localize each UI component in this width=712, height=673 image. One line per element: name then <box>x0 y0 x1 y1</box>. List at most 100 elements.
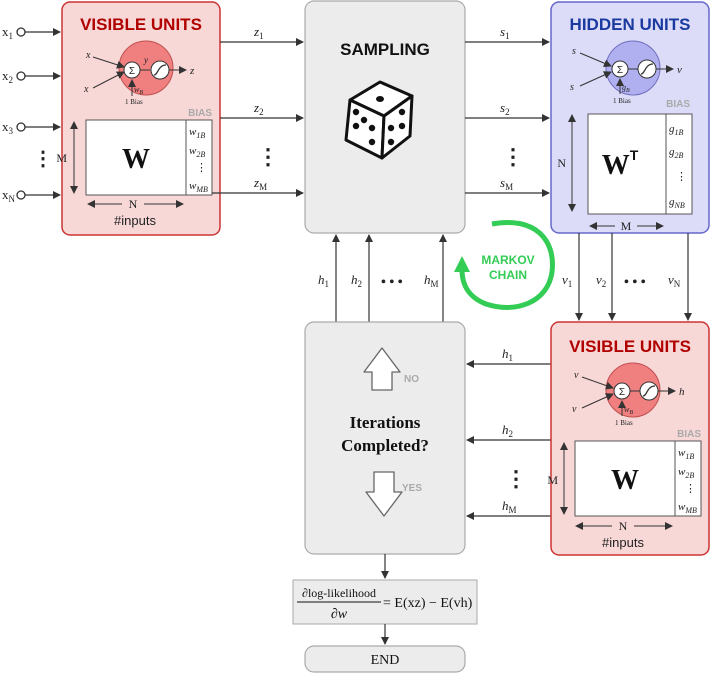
yes-arrow-icon <box>365 471 403 517</box>
svg-text:g1B: g1B <box>669 123 684 137</box>
svg-text:s: s <box>572 46 576 57</box>
svg-text:⋮: ⋮ <box>685 483 696 495</box>
visible-units-top: VISIBLE UNITS x x Σ y z wB 1 Bias BIAS W… <box>56 1 221 236</box>
hidden-n-label: N <box>557 156 566 170</box>
visible-bottom-title: VISIBLE UNITS <box>569 337 691 356</box>
svg-text:z2: z2 <box>253 100 264 117</box>
input-x2: x2 <box>2 68 61 85</box>
visible-units-bottom: VISIBLE UNITS v v Σ h wB 1 Bias BIAS W w… <box>547 321 710 556</box>
svg-text:h: h <box>679 386 685 398</box>
visible-top-caption: #inputs <box>114 213 156 228</box>
visible-bottom-neuron: v v Σ h wB 1 Bias <box>572 362 685 427</box>
input-x1: x1 <box>2 24 61 41</box>
svg-text:x2: x2 <box>2 68 13 85</box>
svg-text:w2B: w2B <box>189 145 205 159</box>
visible-top-n-label: N <box>129 197 138 211</box>
hidden-bias-column: g1B g2B ⋮ gNB <box>669 123 687 210</box>
svg-text:hM: hM <box>424 272 439 289</box>
svg-text:x1: x1 <box>2 24 13 41</box>
svg-text:v1: v1 <box>562 272 572 289</box>
svg-text:h2: h2 <box>502 422 513 439</box>
svg-text:w1B: w1B <box>678 447 694 461</box>
hidden-m-label: M <box>621 219 632 233</box>
svg-text:x: x <box>85 50 91 61</box>
input-dots: ⋮ <box>33 148 53 170</box>
svg-text:w1B: w1B <box>189 126 205 140</box>
svg-text:⋮: ⋮ <box>196 162 207 174</box>
visible-top-neuron: x x Σ y z wB 1 Bias <box>83 40 195 106</box>
hidden-neuron: s s Σ v gB 1 Bias <box>570 40 682 105</box>
svg-text:⋮: ⋮ <box>676 171 687 183</box>
visible-top-bias-column: w1B w2B ⋮ wMB <box>189 126 208 194</box>
h-back-arrows: h1 h2 • • • hM <box>318 234 447 322</box>
svg-text:• • •: • • • <box>381 275 403 290</box>
iteration-line2: Completed? <box>341 436 429 455</box>
visible-bottom-m-label: M <box>547 473 558 487</box>
input-x3: x3 <box>2 119 61 136</box>
hidden-matrix: WT <box>602 147 639 181</box>
svg-text:⋮: ⋮ <box>502 144 524 169</box>
input-nodes: x1 x2 x3 ⋮ xN <box>2 24 61 204</box>
yes-label: YES <box>402 483 422 494</box>
no-arrow-icon <box>363 347 401 391</box>
svg-text:• • •: • • • <box>624 275 646 290</box>
hidden-bias-header: BIAS <box>666 99 690 110</box>
svg-text:h1: h1 <box>318 272 329 289</box>
gradient-rhs: = E(xz) − E(vh) <box>383 596 473 611</box>
svg-text:h1: h1 <box>502 346 513 363</box>
v-down-arrows: v1 v2 • • • vN <box>562 233 692 321</box>
svg-text:gNB: gNB <box>669 196 685 210</box>
svg-text:⋮: ⋮ <box>257 144 279 169</box>
iteration-box: NO Iterations Completed? YES <box>304 321 466 555</box>
svg-text:⋮: ⋮ <box>505 466 527 491</box>
no-label: NO <box>404 374 419 385</box>
svg-text:g2B: g2B <box>669 146 684 160</box>
svg-text:v: v <box>677 64 682 76</box>
svg-text:wMB: wMB <box>189 180 208 194</box>
gradient-numerator: ∂log-likelihood <box>302 586 376 600</box>
iteration-line1: Iterations <box>350 413 421 432</box>
end-node: END <box>304 645 466 673</box>
visible-bottom-matrix: W <box>611 465 639 496</box>
svg-text:z1: z1 <box>253 24 264 41</box>
svg-text:s1: s1 <box>500 24 510 41</box>
svg-text:z: z <box>189 65 195 77</box>
svg-text:Σ: Σ <box>129 66 135 77</box>
svg-text:1 Bias: 1 Bias <box>613 97 631 105</box>
visible-bottom-n-label: N <box>619 519 628 533</box>
dice-icon <box>344 80 414 160</box>
sampling-box: SAMPLING <box>304 0 466 234</box>
visible-top-m-label: M <box>56 151 67 165</box>
s-outputs: s1 s2 ⋮ sM <box>465 24 550 197</box>
visible-top-bias-header: BIAS <box>188 108 212 119</box>
svg-text:gB: gB <box>622 83 630 94</box>
visible-top-matrix: W <box>122 144 150 175</box>
svg-text:v: v <box>572 404 577 415</box>
svg-text:y: y <box>143 55 148 65</box>
svg-text:MARKOV: MARKOV <box>481 253 534 267</box>
markov-chain: MARKOV CHAIN <box>454 220 555 310</box>
svg-text:CHAIN: CHAIN <box>489 268 527 282</box>
z-outputs: z1 z2 ⋮ zM <box>212 24 304 197</box>
visible-bottom-bias-header: BIAS <box>677 429 701 440</box>
gradient-formula: ∂log-likelihood ∂w = E(xz) − E(vh) <box>292 579 478 625</box>
svg-text:xN: xN <box>2 187 16 204</box>
svg-text:1 Bias: 1 Bias <box>125 98 143 106</box>
svg-text:wMB: wMB <box>678 501 697 515</box>
svg-text:h2: h2 <box>351 272 362 289</box>
svg-text:zM: zM <box>253 175 267 192</box>
svg-text:wB: wB <box>134 85 143 96</box>
svg-text:x: x <box>83 84 89 95</box>
svg-text:wB: wB <box>624 405 633 416</box>
svg-text:hM: hM <box>502 498 517 515</box>
input-xn: xN <box>2 187 61 204</box>
svg-text:s: s <box>570 82 574 93</box>
hidden-units: HIDDEN UNITS s s Σ v gB 1 Bias BIAS WT g… <box>550 1 710 234</box>
svg-text:vN: vN <box>668 272 681 289</box>
svg-text:v: v <box>574 370 579 381</box>
svg-text:Σ: Σ <box>619 387 625 398</box>
svg-text:Σ: Σ <box>617 65 623 76</box>
visible-top-title: VISIBLE UNITS <box>80 15 202 34</box>
svg-text:w2B: w2B <box>678 466 694 480</box>
